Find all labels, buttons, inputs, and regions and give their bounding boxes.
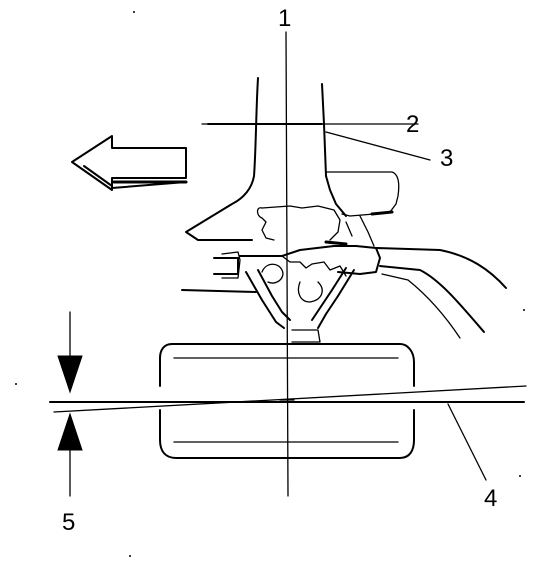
vertical-centerline (285, 31, 289, 497)
direction-arrow-icon (71, 135, 188, 191)
callout-5: 5 (62, 509, 75, 536)
reference-lines (49, 31, 527, 497)
scan-specks (15, 11, 525, 557)
clamp-bracket (181, 240, 507, 343)
leader-lines (325, 131, 487, 481)
callout-1: 1 (278, 5, 291, 32)
dimension-arrows-icon (57, 311, 83, 497)
callout-2: 2 (406, 111, 419, 138)
engine-upper-housing (185, 77, 400, 247)
angled-reference-line (53, 385, 527, 413)
callout-3: 3 (440, 145, 453, 172)
callout-4: 4 (484, 485, 497, 512)
